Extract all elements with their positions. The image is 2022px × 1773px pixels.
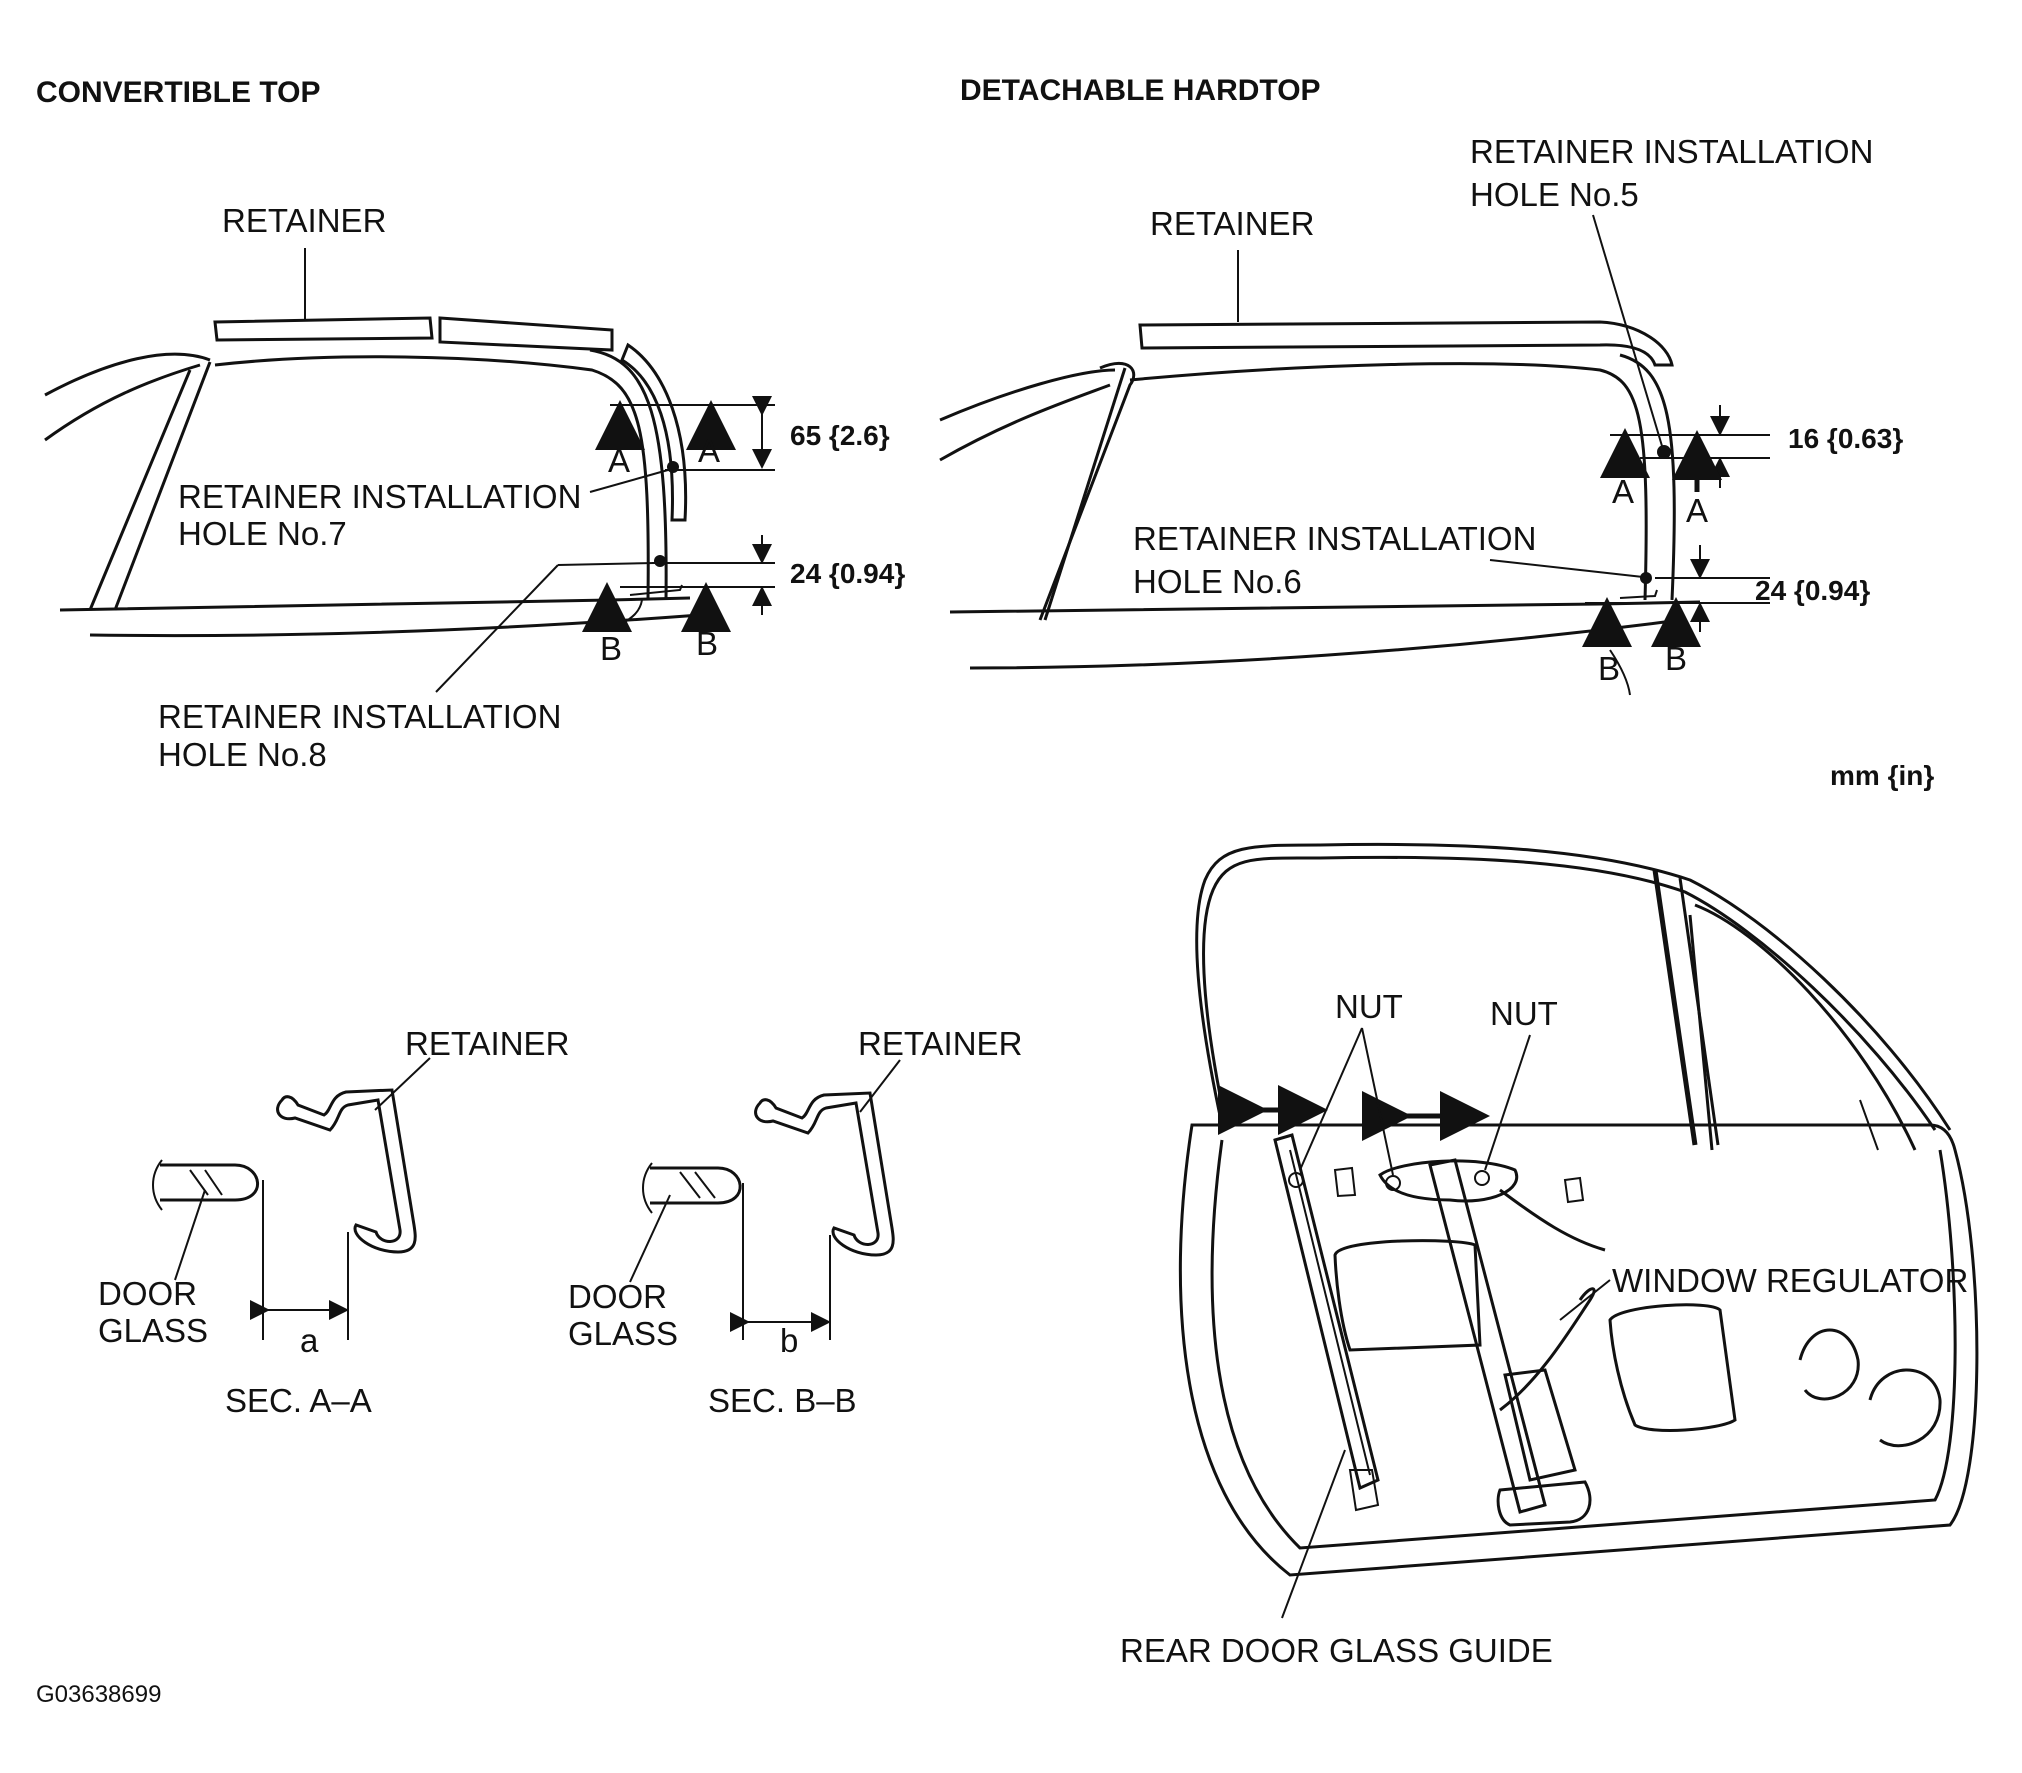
door-assembly-drawing (1178, 842, 1979, 1619)
label-hole5-line1: RETAINER INSTALLATION (1470, 133, 1873, 170)
convertible-top-drawing (44, 248, 775, 693)
label-sec-a-glass: GLASS (98, 1312, 208, 1349)
label-rear-door-glass-guide: REAR DOOR GLASS GUIDE (1120, 1632, 1553, 1669)
label-hole6-line1: RETAINER INSTALLATION (1133, 520, 1536, 557)
retainer-strip-3 (620, 342, 688, 522)
label-convertible-retainer: RETAINER (222, 202, 386, 239)
mark-convertible-b-right: B (696, 625, 718, 662)
unit-label: mm {in} (1830, 760, 1934, 791)
section-b-b-drawing (629, 1059, 901, 1340)
mark-hardtop-a-right: A (1686, 492, 1708, 529)
hardtop-retainer-strip (1138, 320, 1674, 367)
mark-hardtop-a-left: A (1612, 473, 1634, 510)
mark-convertible-a-left: A (608, 442, 630, 479)
label-hole7-line2: HOLE No.7 (178, 515, 347, 552)
label-sec-b-glass: GLASS (568, 1315, 678, 1352)
label-hole8-line1: RETAINER INSTALLATION (158, 698, 561, 735)
mark-hardtop-b-right: B (1665, 640, 1687, 677)
mark-convertible-a-right: A (698, 432, 720, 469)
label-hole5-line2: HOLE No.5 (1470, 176, 1639, 213)
label-nut-right: NUT (1490, 995, 1558, 1032)
mark-convertible-b-left: B (600, 630, 622, 667)
label-sec-b-retainer: RETAINER (858, 1025, 1022, 1062)
dim-sec-a: a (300, 1322, 319, 1359)
label-sec-b-door: DOOR (568, 1278, 667, 1315)
section-a-a-drawing (152, 1057, 431, 1340)
retainer-strip-1 (213, 316, 434, 342)
label-nut-left: NUT (1335, 988, 1403, 1025)
label-sec-a-retainer: RETAINER (405, 1025, 569, 1062)
figure-id: G03638699 (36, 1681, 161, 1708)
detachable-hardtop-drawing (939, 214, 1770, 696)
dim-convertible-upper: 65 {2.6} (790, 420, 890, 451)
label-hardtop-retainer: RETAINER (1150, 205, 1314, 242)
caption-sec-b: SEC. B–B (708, 1382, 857, 1419)
retainer-strip-2 (438, 316, 614, 352)
heading-detachable-hardtop: DETACHABLE HARDTOP (960, 74, 1321, 107)
label-window-regulator: WINDOW REGULATOR (1612, 1262, 1968, 1299)
label-hole8-line2: HOLE No.8 (158, 736, 327, 773)
label-hole6-line2: HOLE No.6 (1133, 563, 1302, 600)
dim-convertible-lower: 24 {0.94} (790, 558, 905, 589)
label-sec-a-door: DOOR (98, 1275, 197, 1312)
caption-sec-a: SEC. A–A (225, 1382, 372, 1419)
dim-sec-b: b (780, 1322, 798, 1359)
label-hole7-line1: RETAINER INSTALLATION (178, 478, 581, 515)
heading-convertible-top: CONVERTIBLE TOP (36, 76, 320, 109)
mark-hardtop-b-left: B (1598, 650, 1620, 687)
dim-hardtop-upper: 16 {0.63} (1788, 423, 1903, 454)
dim-hardtop-lower: 24 {0.94} (1755, 575, 1870, 606)
